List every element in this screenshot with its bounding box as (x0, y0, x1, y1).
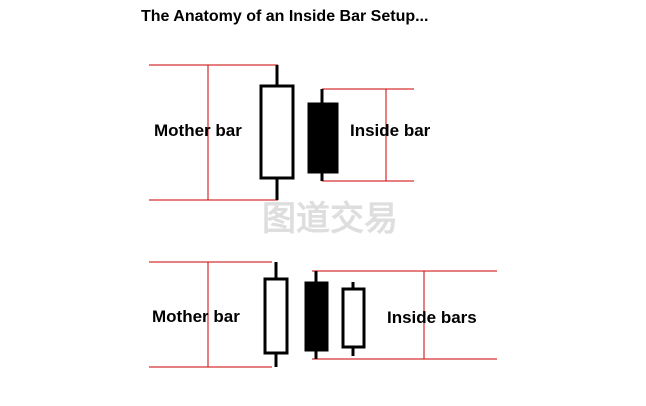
mother-bar-body-2 (263, 277, 289, 355)
inside-bar-candle-2 (341, 282, 366, 356)
mother-bar-body (259, 84, 295, 180)
setup-single-inside-bar: Mother bar Inside bar (149, 64, 431, 201)
diagram-title: The Anatomy of an Inside Bar Setup... (141, 8, 428, 25)
inside-bar-candle-1 (304, 271, 329, 359)
inside-bar-1-body (304, 281, 329, 352)
mother-bar-candle-2 (263, 262, 289, 367)
mother-bar-range-guides-2 (149, 261, 272, 368)
inside-bar-label: Inside bar (350, 121, 431, 140)
mother-bar-candle (259, 65, 295, 200)
inside-bar-body (307, 102, 339, 174)
inside-bars-range-guides (312, 270, 497, 360)
mother-bar-label-2: Mother bar (152, 307, 240, 326)
inside-bar-2-body (341, 287, 366, 349)
watermark: 图道交易 (262, 199, 398, 239)
inside-bar-candle (307, 89, 339, 181)
mother-bar-label: Mother bar (154, 121, 242, 140)
setup-multiple-inside-bars: Mother bar Inside bars (149, 261, 497, 368)
inside-bars-label: Inside bars (387, 308, 477, 327)
mother-bar-range-guides (149, 64, 278, 201)
inside-bar-range-guides (322, 88, 414, 182)
